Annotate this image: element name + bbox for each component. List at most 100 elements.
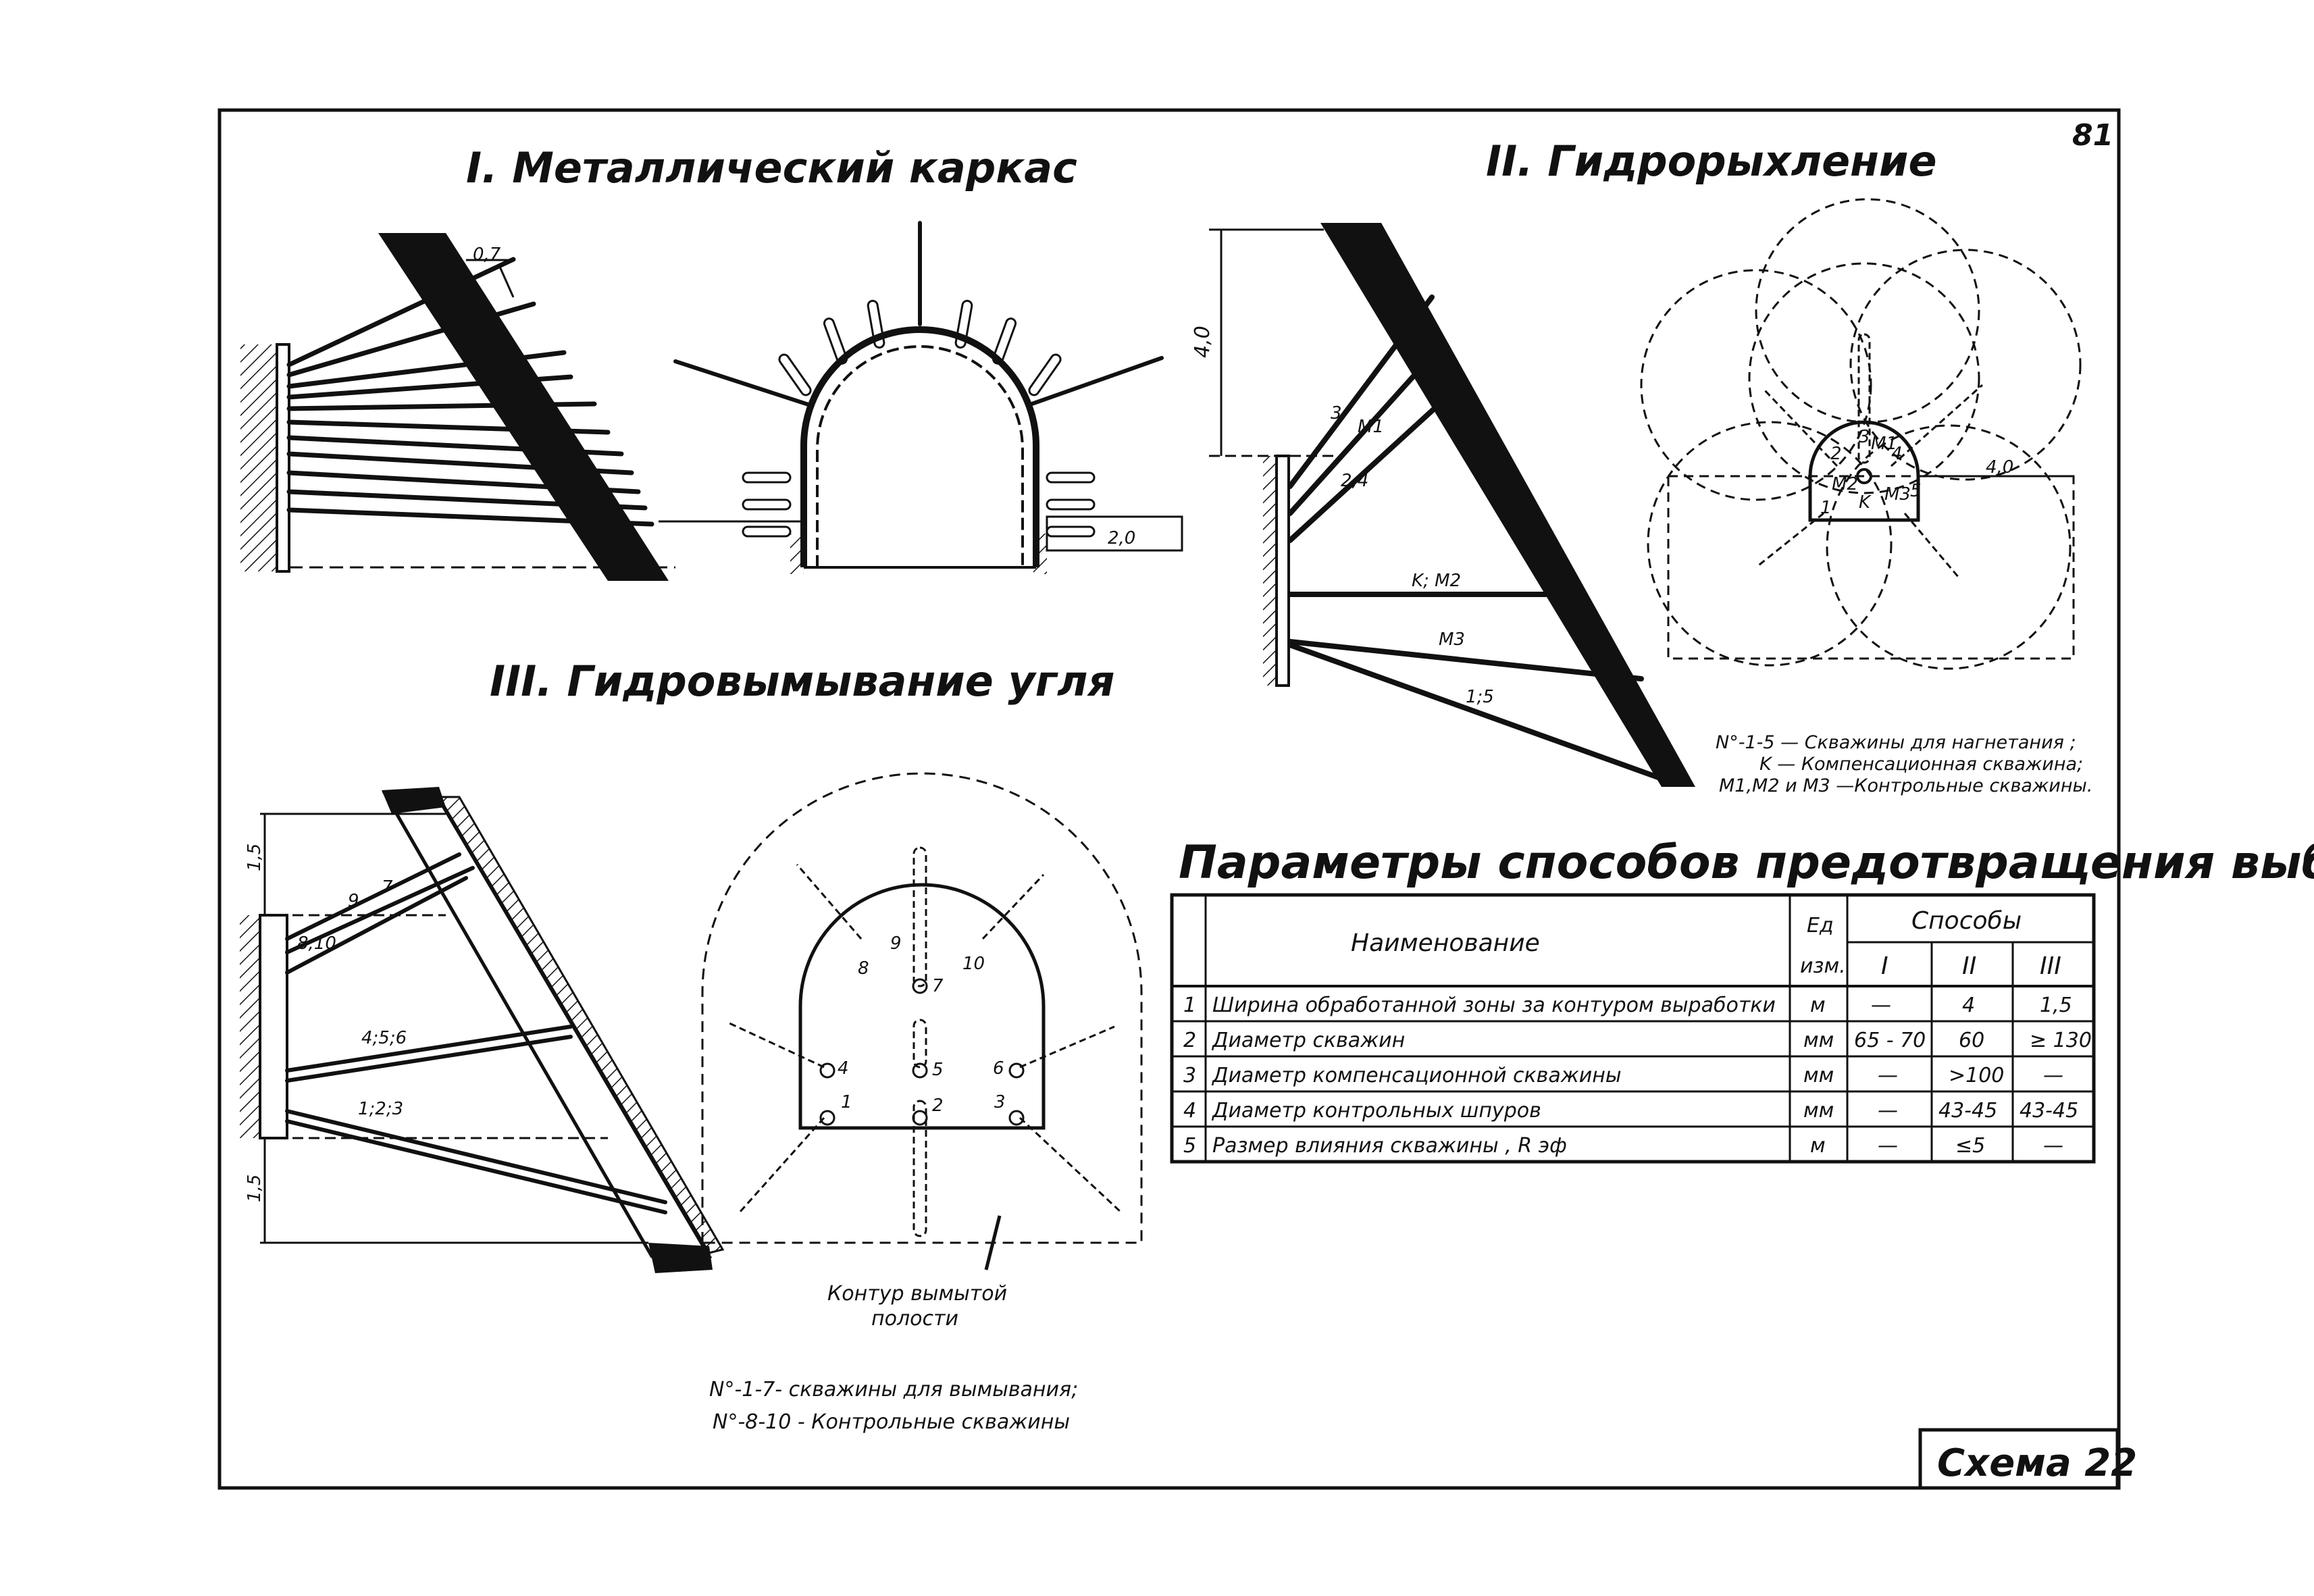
table-cell: 65 - 70	[1854, 1029, 1926, 1052]
table-cell: —	[1878, 1134, 1898, 1158]
table-cell: —	[2043, 1134, 2063, 1158]
contour-label-line: Контур вымытой	[827, 1282, 1007, 1306]
scheme-label: Схема 22	[1937, 1441, 2137, 1485]
hole-label: 8,10	[297, 933, 336, 954]
plan-label: 4	[1891, 444, 1903, 464]
hole-label: 7	[382, 877, 393, 898]
plan-label: M1	[1871, 434, 1897, 454]
plan-label: 1	[1820, 498, 1832, 518]
plan-label: 5	[932, 1060, 944, 1080]
table-cell: —	[2043, 1064, 2063, 1087]
coal-seam	[1320, 223, 1695, 787]
header-name: Наименование	[1351, 929, 1540, 957]
injection-holes	[1287, 294, 1678, 786]
section2-title: II. Гидрорыхление	[1486, 136, 1937, 186]
section3-title: III. Гидровымывание угля	[490, 657, 1114, 706]
page-number: 81	[2072, 118, 2113, 153]
section1-longitudinal-view: 0,7	[240, 233, 675, 581]
table-cell: —	[1878, 1064, 1898, 1087]
table-cell: Ширина обработанной зоны за контуром выр…	[1212, 994, 1776, 1017]
table-cell: ≥ 130	[2030, 1029, 2092, 1052]
table-cell: 2	[1183, 1029, 1196, 1052]
hole-label: K; M2	[1412, 571, 1461, 591]
table-row: 5 Размер влияния скважины , R эф м — ≤5 …	[1183, 1134, 2063, 1158]
tunnel-arch	[800, 326, 1039, 567]
method-label: II	[1962, 952, 1976, 980]
tunnel-outline	[798, 883, 1046, 1130]
table-cell: м	[1810, 994, 1826, 1017]
plan-label: 3	[994, 1092, 1006, 1112]
plan-label: 9	[890, 933, 902, 954]
table-cell: 3	[1183, 1064, 1196, 1087]
table-cell: 5	[1183, 1134, 1196, 1158]
table-row: 1 Ширина обработанной зоны за контуром в…	[1183, 994, 2072, 1017]
table-cell: 43-45	[1938, 1099, 1997, 1123]
table-cell: Размер влияния скважины , R эф	[1212, 1134, 1567, 1158]
sheet-frame	[217, 108, 2121, 1490]
plan-label: 1	[841, 1092, 852, 1112]
scheme-label-box: Схема 22	[1918, 1428, 2137, 1490]
plan-label: M2	[1832, 474, 1858, 494]
radial-rods	[673, 221, 1164, 407]
table-cell: мм	[1803, 1029, 1834, 1052]
table-cell: 60	[1959, 1029, 1984, 1052]
table-body: 1 Ширина обработанной зоны за контуром в…	[1183, 994, 2092, 1158]
section3-contour-label: Контур вымытой полости	[827, 1282, 1007, 1331]
plan-label: 6	[993, 1058, 1004, 1079]
plan-label: M3	[1884, 484, 1911, 505]
hole-label: M3	[1439, 629, 1465, 650]
table-cell: мм	[1803, 1064, 1834, 1087]
header-methods: Способы	[1911, 907, 2022, 935]
table-cell: —	[1878, 1099, 1898, 1123]
section3-dim-top: 1,5	[245, 844, 265, 871]
plan-label: 8	[858, 958, 869, 979]
section2-plan-view: 4,0 1 2 3 4 5 M1 M2 M3 K	[1640, 198, 2082, 670]
section2-legend: N°-1-5 — Скважины для нагнетания ; K — К…	[1716, 732, 2092, 796]
section2-dim-radius: 4,0	[1986, 457, 2013, 478]
table-cell: >100	[1949, 1064, 2004, 1087]
header-unit: изм.	[1800, 954, 1846, 978]
table-cell: Диаметр компенсационной скважины	[1211, 1064, 1622, 1087]
legend-line: N°-1-7- скважины для вымывания;	[709, 1378, 1078, 1401]
table-cell: м	[1810, 1134, 1826, 1158]
plan-label: 3	[1859, 427, 1870, 447]
method-label: III	[2040, 952, 2061, 980]
hole-label: M1	[1358, 417, 1384, 437]
section1-dim-top: 0,7	[473, 244, 501, 265]
section1-cross-section: 2,0	[659, 221, 1183, 574]
table-cell: 1,5	[2040, 994, 2072, 1017]
table-cell: 4	[1962, 994, 1975, 1017]
table-row: 2 Диаметр скважин мм 65 - 70 60 ≥ 130	[1183, 1029, 2092, 1052]
section3-plan-view: 1 2 3 4 5 6 7 8 9 10	[701, 772, 1143, 1270]
plan-label: 4	[838, 1058, 849, 1079]
section2-dim-height: 4,0	[1191, 326, 1214, 358]
parameters-table	[1170, 893, 2096, 1164]
table-cell: Диаметр скважин	[1211, 1029, 1405, 1052]
plan-label: 2	[1830, 444, 1842, 464]
table-cell: мм	[1803, 1099, 1834, 1123]
header-unit: Ед	[1807, 914, 1834, 937]
table-row: 4 Диаметр контрольных шпуров мм — 43-45 …	[1183, 1099, 2078, 1123]
section3-legend: N°-1-7- скважины для вымывания; N°-8-10 …	[709, 1378, 1078, 1434]
legend-line: N°-1-5 — Скважины для нагнетания ;	[1716, 732, 2076, 753]
table-cell: 1	[1183, 994, 1196, 1017]
legend-line: K — Компенсационная скважина;	[1759, 754, 2083, 775]
bolt-holes	[742, 299, 1096, 538]
hole-label: 3	[1331, 403, 1342, 423]
plan-label: 7	[932, 976, 944, 996]
washed-cavity-contour	[701, 772, 1143, 1244]
plan-label: K	[1859, 492, 1872, 513]
hole-label: 9	[348, 891, 359, 911]
table-cell: Диаметр контрольных шпуров	[1211, 1099, 1541, 1123]
section3-dim-bottom: 1,5	[245, 1175, 265, 1202]
table-cell: —	[1871, 994, 1891, 1017]
section2-longitudinal-view: 4,0 3 M1 2,4 K; M2 M3 1;5	[1191, 223, 1695, 787]
hole-label: 2,4	[1341, 471, 1368, 491]
section1-title: I. Металлический каркас	[466, 143, 1077, 192]
table-row: 3 Диаметр компенсационной скважины мм — …	[1183, 1064, 2063, 1087]
table-cell: 4	[1183, 1099, 1196, 1123]
hole-label: 1;2;3	[358, 1099, 403, 1119]
plan-label: 5	[1910, 481, 1922, 501]
table-cell: ≤5	[1955, 1134, 1985, 1158]
